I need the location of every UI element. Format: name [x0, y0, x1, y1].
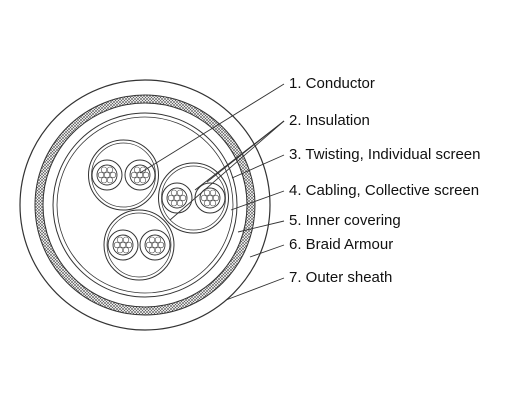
component-label: 1. Conductor: [289, 75, 375, 92]
conductor-strand: [176, 200, 184, 207]
conductor-strand: [179, 194, 187, 202]
insulated-core: [139, 229, 171, 261]
insulated-core: [107, 229, 139, 261]
conductor-strand: [113, 241, 121, 249]
conductor-strand: [106, 166, 114, 173]
conductor-strand: [170, 189, 178, 196]
conductor-strand: [122, 247, 130, 254]
leader-line: [169, 120, 285, 221]
conductor-strand: [145, 241, 153, 249]
conductor-strand: [100, 177, 108, 184]
twisted-pair: [88, 139, 159, 211]
conductor-strand: [154, 247, 162, 254]
conductor-strand: [176, 189, 184, 196]
insulated-core: [161, 182, 193, 214]
cabling-ring: [56, 116, 234, 294]
conductor-strand: [142, 171, 150, 179]
individual-screen-ring: [158, 162, 229, 234]
insulated-core: [91, 159, 123, 191]
conductor-strand: [200, 194, 208, 202]
twisted-pairs: [88, 139, 229, 281]
conductor-strand: [151, 241, 159, 249]
individual-screen-ring: [88, 139, 159, 211]
conductor-strand: [139, 177, 147, 184]
conductor-strand: [209, 189, 217, 196]
conductor-strand: [133, 166, 141, 173]
conductor-strand: [167, 194, 175, 202]
twisting-ring: [106, 212, 172, 278]
leader-lines: [139, 83, 285, 301]
conductor-strand: [136, 171, 144, 179]
insulated-core: [124, 159, 156, 191]
conductor-strand: [148, 236, 156, 243]
conductor-strand: [173, 194, 181, 202]
conductor-strand: [116, 247, 124, 254]
twisted-pair: [103, 209, 175, 281]
conductor-strand: [122, 236, 130, 243]
leader-line: [237, 220, 285, 233]
component-label: 2. Insulation: [289, 112, 370, 129]
insulated-core: [194, 182, 226, 214]
conductor-strand: [130, 171, 138, 179]
conductor-strand: [109, 171, 117, 179]
conductor-strand: [148, 247, 156, 254]
conductor-strand: [170, 200, 178, 207]
conductor-strand: [154, 236, 162, 243]
component-label: 5. Inner covering: [289, 212, 401, 229]
leader-line: [139, 83, 285, 174]
leader-line: [225, 277, 285, 301]
component-label: 3. Twisting, Individual screen: [289, 146, 481, 163]
conductor-strand: [203, 200, 211, 207]
component-label: 7. Outer sheath: [289, 269, 392, 286]
conductor-strand: [133, 177, 141, 184]
leader-line: [249, 244, 285, 258]
component-label: 6. Braid Armour: [289, 236, 393, 253]
conductor-strand: [97, 171, 105, 179]
conductor-strand: [119, 241, 127, 249]
conductor-strand: [100, 166, 108, 173]
conductor-strand: [116, 236, 124, 243]
component-labels: 1. Conductor 2. Insulation 3. Twisting, In…: [289, 75, 481, 286]
conductor-strand: [203, 189, 211, 196]
conductor-strand: [212, 194, 220, 202]
individual-screen-ring: [103, 209, 175, 281]
leader-line: [206, 120, 285, 183]
conductor-strand: [125, 241, 133, 249]
component-label: 4. Cabling, Collective screen: [289, 182, 479, 199]
leader-line: [231, 154, 285, 179]
conductor-strand: [106, 177, 114, 184]
twisted-pair: [158, 162, 229, 234]
conductor-strand: [157, 241, 165, 249]
leader-line: [230, 190, 285, 211]
conductor-strand: [103, 171, 111, 179]
conductor-strand: [206, 194, 214, 202]
conductor-strand: [209, 200, 217, 207]
cable-drawing: [19, 79, 271, 331]
